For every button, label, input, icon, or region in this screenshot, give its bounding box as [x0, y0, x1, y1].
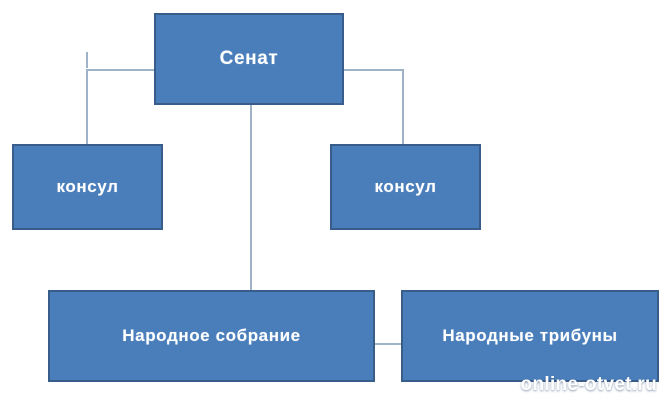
connector-left-tick-mark [86, 52, 88, 68]
node-senate-label: Сенат [219, 47, 279, 69]
node-peoples-tribunes-label: Народные трибуны [442, 325, 618, 345]
connector-senate-consul-right-horizontal [343, 69, 404, 71]
connector-senate-consul-left-horizontal [86, 69, 156, 71]
node-senate[interactable]: Сенат [154, 13, 344, 105]
connector-senate-consul-right-vertical [402, 69, 404, 146]
connector-senate-assembly-vertical [250, 103, 252, 292]
node-peoples-assembly-label: Народное собрание [122, 325, 301, 345]
watermark: online-otvet.ru [520, 374, 657, 395]
node-consul-left[interactable]: консул [12, 144, 163, 230]
connector-senate-consul-left-vertical [86, 69, 88, 146]
connector-assembly-tribunes-horizontal [374, 343, 403, 345]
node-consul-right-label: консул [374, 176, 437, 196]
node-peoples-assembly[interactable]: Народное собрание [48, 290, 375, 382]
node-consul-right[interactable]: консул [330, 144, 481, 230]
node-peoples-tribunes[interactable]: Народные трибуны [401, 290, 659, 382]
node-consul-left-label: консул [56, 176, 119, 196]
